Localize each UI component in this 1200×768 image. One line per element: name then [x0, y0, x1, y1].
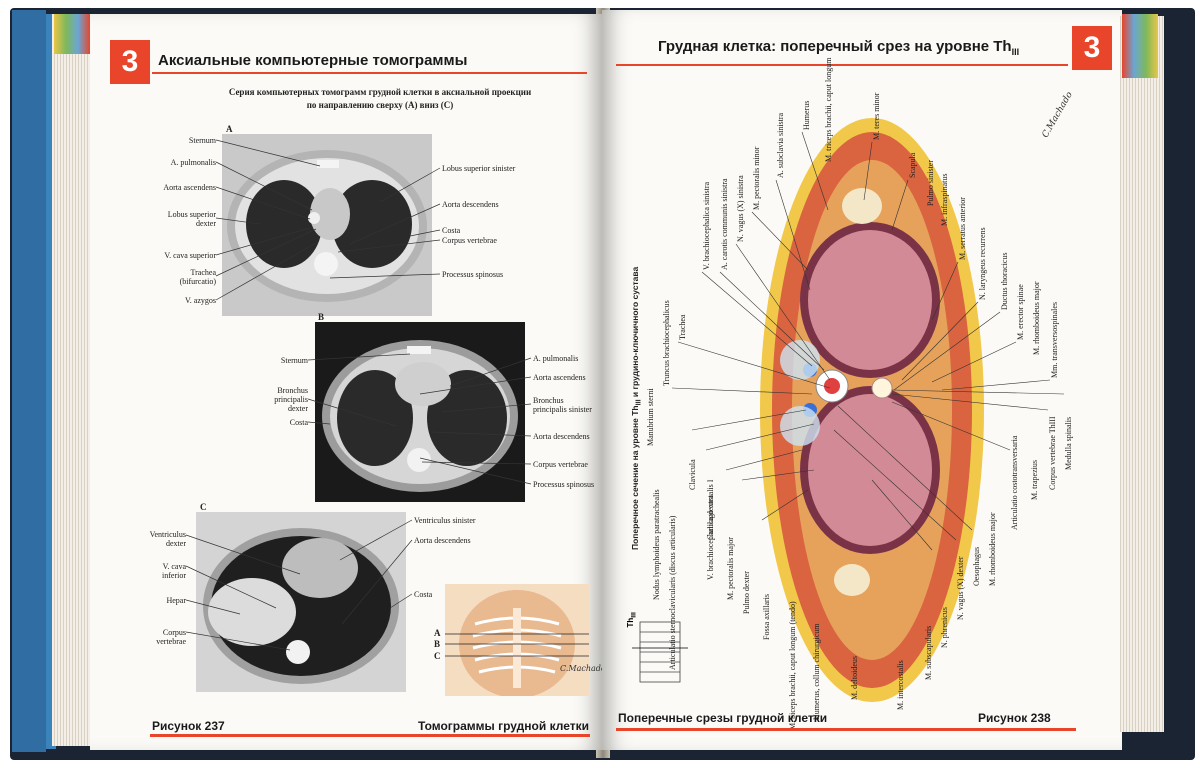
figure-caption: Серия компьютерных томограмм грудной кле… — [210, 86, 550, 112]
label-a-aorta-ascendens: Aorta ascendens — [163, 183, 216, 192]
left-footer-rule — [150, 734, 590, 737]
scan-c-letter: C — [200, 502, 207, 512]
right-footer-rule — [616, 728, 1076, 731]
inset-thorax-illustration — [445, 584, 589, 696]
label-b-aorta-ascendens: Aorta ascendens — [533, 373, 586, 382]
ct-scan-c — [196, 512, 406, 692]
right-footer-figure: Рисунок 238 — [978, 711, 1051, 725]
caption-line-1: Серия компьютерных томограмм грудной кле… — [228, 87, 532, 97]
left-footer-title: Томограммы грудной клетки — [418, 719, 589, 733]
label-c-dexter: dexter — [166, 539, 186, 548]
label-a-cava-superior: V. cava superior — [164, 251, 216, 260]
label-b-pulmonalis: A. pulmonalis — [533, 354, 579, 363]
label-b-bronchus-sinister: Bronchus — [533, 396, 564, 405]
label-c-ventriculus: Ventriculus — [149, 530, 186, 539]
leader-lines-left — [185, 139, 532, 651]
label-c-aorta-descendens: Aorta descendens — [414, 536, 471, 545]
cross-section-illustration — [752, 110, 992, 710]
label-c-cava: V. cava — [162, 562, 186, 571]
leader-lines-right — [671, 131, 1065, 551]
chapter-number-badge: 3 — [110, 40, 150, 84]
label-c-hepar: Hepar — [166, 596, 186, 605]
label-c-inferior: inferior — [162, 571, 186, 580]
label-c-ventriculus-sinister: Ventriculus sinister — [414, 516, 476, 525]
label-c-costa: Costa — [414, 590, 433, 599]
right-footer-title: Поперечные срезы грудной клетки — [618, 711, 828, 725]
scan-a-letter: A — [226, 124, 233, 134]
page-edges-right — [1120, 16, 1164, 732]
right-header-text: Грудная клетка: поперечный срез на уровн… — [658, 38, 1012, 55]
scan-b-letter: B — [318, 312, 325, 322]
right-header-subscript: III — [1011, 47, 1020, 57]
left-footer-figure: Рисунок 237 — [152, 719, 225, 733]
left-page: 3 Аксиальные компьютерные томограммы Сер… — [90, 14, 602, 750]
label-a-trachea: Trachea — [190, 268, 216, 277]
ct-scan-a — [222, 134, 432, 316]
inset-letter-a: A — [434, 628, 441, 638]
label-a-lobus-dexter: dexter — [196, 219, 216, 228]
label-a-bifurcatio: (bifurcatio) — [179, 277, 216, 286]
label-b-sternum: Sternum — [280, 356, 308, 365]
left-header-rule — [152, 72, 587, 74]
edge-color-tabs-left — [54, 14, 90, 54]
label-b-corpus-vertebrae: Corpus vertebrae — [533, 460, 588, 469]
inset-letter-c: C — [434, 651, 441, 661]
inset-letter-b: B — [434, 639, 441, 649]
label-a-azygos: V. azygos — [185, 296, 216, 305]
label-b-bronchus: Bronchus — [277, 386, 308, 395]
caption-line-2: по направлению сверху (А) вниз (С) — [306, 100, 454, 110]
edge-color-tabs-right — [1122, 14, 1158, 78]
cover-blue-strip-inner — [46, 14, 56, 749]
cover-blue-strip — [12, 10, 46, 752]
label-c-vertebrae: vertebrae — [156, 637, 186, 646]
label-b-principalis-sinister: principalis sinister — [533, 405, 592, 414]
right-header-rule — [616, 64, 1068, 66]
label-b-costa: Costa — [289, 418, 308, 427]
label-a-sternum: Sternum — [188, 136, 216, 145]
label-a-lobus-sinister: Lobus superior sinister — [442, 164, 516, 173]
label-b-dexter: dexter — [288, 404, 308, 413]
spine-level-diagram — [632, 621, 688, 683]
label-a-lobus-superior: Lobus superior — [167, 210, 216, 219]
label-c-corpus: Corpus — [162, 628, 186, 637]
artist-signature-left: C.Machado — [560, 664, 602, 673]
right-page-header-title: Грудная клетка: поперечный срез на уровн… — [658, 38, 1019, 57]
label-b-principalis: principalis — [274, 395, 308, 404]
page-edges-left — [52, 14, 94, 746]
label-a-corpus-vertebrae: Corpus vertebrae — [442, 236, 497, 245]
label-a-pulmonalis: A. pulmonalis — [170, 158, 216, 167]
left-page-header-title: Аксиальные компьютерные томограммы — [158, 52, 468, 69]
label-a-costa: Costa — [442, 226, 461, 235]
right-page: Грудная клетка: поперечный срез на уровн… — [602, 10, 1122, 750]
label-b-processus-spinosus: Processus spinosus — [533, 480, 595, 489]
label-a-aorta-descendens: Aorta descendens — [442, 200, 499, 209]
label-a-processus-spinosus: Processus spinosus — [442, 270, 504, 279]
chapter-number-badge-right: 3 — [1072, 26, 1112, 70]
label-b-aorta-descendens: Aorta descendens — [533, 432, 590, 441]
